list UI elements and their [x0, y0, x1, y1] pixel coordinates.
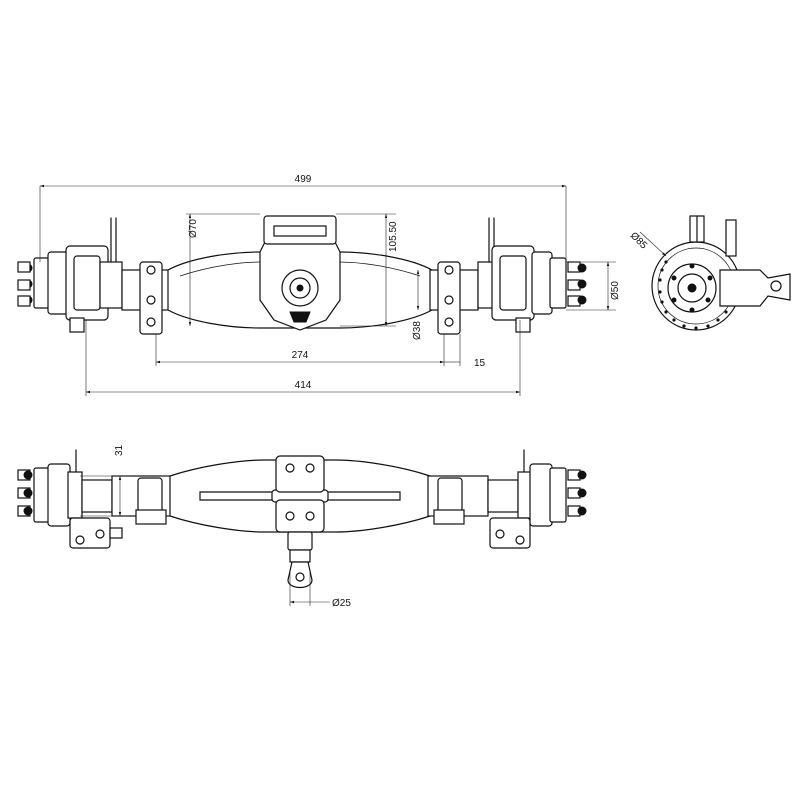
dim-105: 105.50	[388, 221, 399, 252]
front-view	[17, 215, 587, 335]
plan-view	[17, 449, 587, 589]
dim-38: Ø38	[412, 321, 423, 340]
front-dimensions: 499 414 274 15 Ø70 105.50 Ø38 Ø50	[39, 174, 621, 396]
dim-70: Ø70	[188, 219, 199, 238]
right-spring-mount	[437, 261, 461, 335]
left-spring-mount	[139, 261, 163, 335]
dim-274: 274	[292, 350, 309, 361]
dim-50: Ø50	[610, 281, 621, 300]
disc-dimension: Ø85	[628, 230, 667, 257]
right-hub	[477, 217, 587, 333]
side-view-disc	[651, 215, 791, 331]
differential-carrier	[259, 215, 341, 331]
left-hub	[17, 217, 123, 333]
dim-85: Ø85	[628, 230, 649, 251]
plan-dimensions: 31 Ø25	[80, 444, 351, 609]
dim-15: 15	[474, 358, 486, 369]
dim-31: 31	[114, 444, 125, 456]
dim-499: 499	[295, 174, 312, 185]
dim-25: Ø25	[332, 598, 351, 609]
dim-414: 414	[295, 380, 312, 391]
